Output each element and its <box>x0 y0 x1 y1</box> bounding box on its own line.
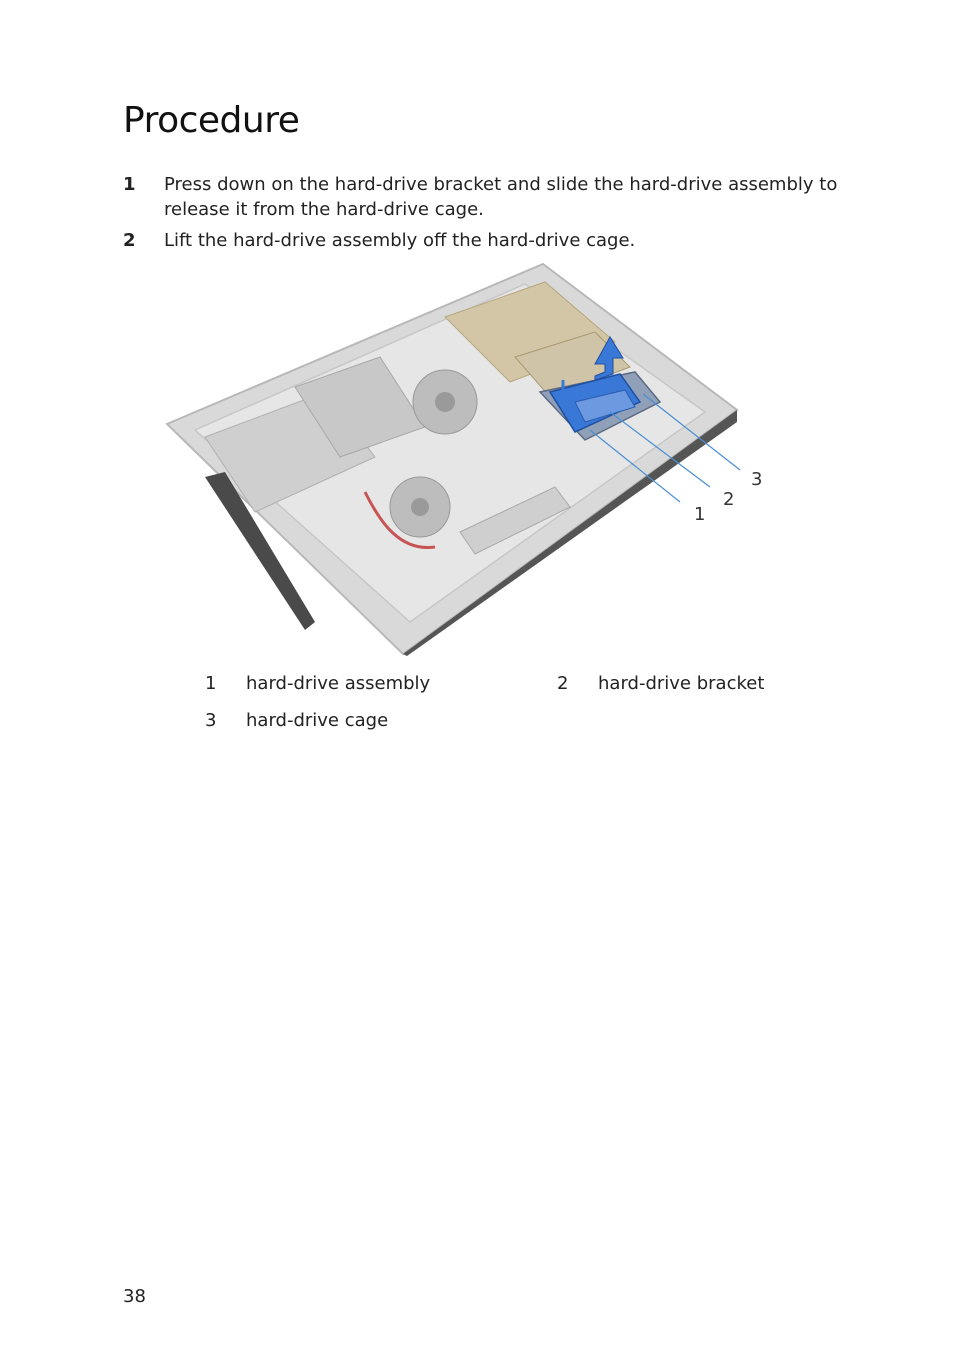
bezel-edge <box>403 410 737 656</box>
legend-number: 1 <box>205 673 217 694</box>
press-down-arrow <box>555 380 571 406</box>
step-text: Press down on the hard-drive bracket and… <box>164 174 838 220</box>
label-plate <box>459 486 571 555</box>
fan-top-hub <box>435 392 455 412</box>
hard-drive-removal-illustration: 1 2 3 <box>165 262 762 656</box>
hard-drive-bracket <box>574 389 636 423</box>
lift-arrow <box>594 336 624 381</box>
legend-label: hard-drive cage <box>246 710 389 731</box>
callout-line-2 <box>609 411 711 488</box>
legend-number: 3 <box>205 710 217 731</box>
fan-bottom-hub <box>411 498 429 516</box>
memory-module <box>514 331 631 398</box>
legend-number: 2 <box>557 673 569 694</box>
legend-label: hard-drive bracket <box>598 673 765 694</box>
callout-1: 1 <box>694 504 705 525</box>
page-number: 38 <box>123 1286 146 1307</box>
callout-line-3 <box>642 393 741 471</box>
cable <box>363 491 436 550</box>
step-text: Lift the hard-drive assembly off the har… <box>164 230 636 251</box>
page-title: Procedure <box>123 100 300 141</box>
legend-label: hard-drive assembly <box>246 673 431 694</box>
callout-3: 3 <box>751 469 762 490</box>
step-number: 2 <box>123 230 136 251</box>
callout-2: 2 <box>723 489 734 510</box>
step-number: 1 <box>123 174 136 195</box>
bezel-left <box>205 472 315 630</box>
callout-line-1 <box>589 429 681 503</box>
